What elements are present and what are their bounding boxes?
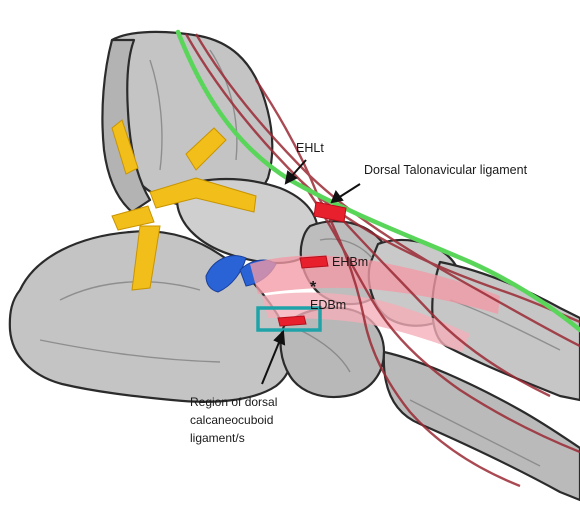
dorsal-talonavicular-label: Dorsal Talonavicular ligament — [364, 163, 528, 177]
bone-shading — [39, 49, 561, 467]
ehlt-label: EHLt — [296, 141, 324, 155]
lateral-ligament — [149, 177, 257, 213]
calcaneocuboid-ligament — [277, 315, 307, 327]
region-arrowhead — [273, 329, 286, 346]
region-arrow — [261, 339, 281, 385]
shading-line — [59, 281, 201, 301]
shading-line — [299, 329, 351, 373]
region-label-line1: Region of dorsal — [190, 395, 277, 409]
metatarsal-bone — [382, 350, 580, 502]
calcaneocuboid-region-box — [256, 306, 322, 332]
tendon — [255, 79, 320, 197]
ehbm-label: EHBm — [332, 255, 368, 269]
lateral-ligament — [185, 127, 227, 171]
dorsal-talonavicular-ligament — [313, 201, 347, 223]
shading-line — [39, 339, 221, 363]
lateral-ligament — [131, 225, 161, 291]
ehlt-arrowhead — [284, 170, 298, 185]
tendon — [329, 205, 551, 398]
dorsal-tn-arrow — [337, 183, 361, 199]
lateral-ligament — [111, 119, 139, 175]
shading-line — [319, 238, 373, 259]
tendon — [316, 195, 521, 488]
blue-ligament — [205, 255, 247, 293]
annotation-arrows — [261, 159, 361, 385]
shading-line — [409, 399, 541, 467]
labels: EHLt Dorsal Talonavicular ligament EHBm … — [190, 141, 528, 445]
ehb-muscle — [250, 255, 500, 314]
ehl-tendon-green — [175, 29, 580, 333]
lateral-ligament — [111, 205, 155, 231]
shading-line — [149, 59, 163, 171]
region-label-line3: ligament/s — [190, 431, 245, 445]
asterisk-marker: * — [310, 279, 317, 296]
red-ligaments — [277, 201, 347, 327]
region-label-line2: calcaneocuboid — [190, 413, 273, 427]
edbm-label: EDBm — [310, 298, 346, 312]
tendon — [194, 33, 580, 348]
tendon — [184, 33, 580, 324]
extensor-tendons-dark — [184, 33, 580, 488]
ankle-ligaments-yellow — [111, 119, 257, 291]
fibula-bone — [101, 38, 152, 214]
dorsal-tn-arrowhead — [330, 189, 344, 204]
ehbm-ligament-mark — [299, 255, 329, 269]
